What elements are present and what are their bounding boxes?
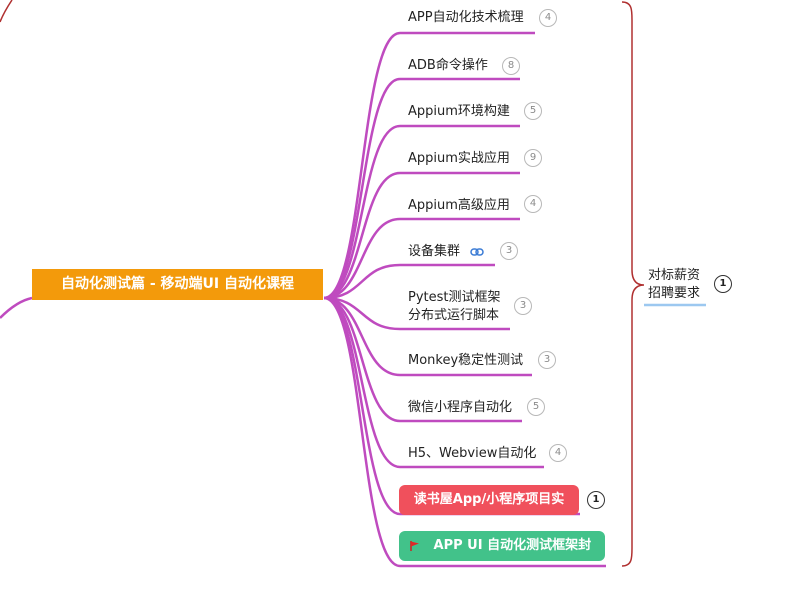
- branch-label: ADB命令操作: [408, 58, 488, 73]
- branch-monkey-stability[interactable]: Monkey稳定性测试: [408, 352, 523, 370]
- branch-label: Appium实战应用: [408, 151, 510, 166]
- branch-label: Monkey稳定性测试: [408, 353, 524, 368]
- child-count-badge[interactable]: 8: [502, 57, 520, 75]
- branch-connector: [323, 124, 520, 300]
- child-count-badge[interactable]: 1: [714, 275, 732, 293]
- branch-label-line2: 分布式运行脚本: [408, 308, 500, 323]
- branch-label: 设备集群: [408, 244, 461, 259]
- link-icon[interactable]: [470, 247, 484, 257]
- central-topic[interactable]: 自动化测试篇 - 移动端UI 自动化课程: [32, 269, 323, 300]
- child-count-badge[interactable]: 4: [539, 9, 557, 27]
- branch-label-line1: Pytest测试框架: [408, 290, 501, 305]
- parent-connector: [0, 0, 13, 23]
- branch-connector: [323, 296, 510, 331]
- child-count-badge[interactable]: 3: [538, 351, 556, 369]
- branch-connector: [323, 263, 495, 300]
- child-count-badge[interactable]: 1: [587, 491, 605, 509]
- summary-topic[interactable]: 对标薪资 招聘要求: [648, 267, 700, 303]
- branch-label: H5、Webview自动化: [408, 446, 537, 461]
- framework-encapsulation-label: APP UI 自动化测试框架封装: [409, 538, 592, 583]
- summary-line2: 招聘要求: [648, 286, 701, 301]
- branch-connectors: [0, 0, 706, 568]
- branch-device-cluster[interactable]: 设备集群: [408, 243, 484, 261]
- child-count-badge[interactable]: 3: [514, 297, 532, 315]
- branch-connector: [323, 77, 520, 300]
- child-count-badge[interactable]: 3: [500, 242, 518, 260]
- project-practice-node[interactable]: 读书屋App/小程序项目实战: [399, 485, 579, 537]
- branch-appium-advanced[interactable]: Appium高级应用: [408, 197, 510, 215]
- branch-adb-commands[interactable]: ADB命令操作: [408, 57, 488, 75]
- summary-bracket: [621, 1, 645, 567]
- branch-h5-webview[interactable]: H5、Webview自动化: [408, 445, 536, 463]
- flag-icon: [410, 540, 419, 551]
- branch-connector: [323, 171, 520, 300]
- branch-wechat-miniprogram[interactable]: 微信小程序自动化: [408, 399, 512, 417]
- framework-encapsulation-node[interactable]: APP UI 自动化测试框架封装: [399, 531, 605, 583]
- branch-pytest-distributed[interactable]: Pytest测试框架 分布式运行脚本: [408, 289, 501, 325]
- summary-line1: 对标薪资: [648, 268, 701, 283]
- child-count-badge[interactable]: 4: [549, 444, 567, 462]
- branch-connector: [323, 31, 535, 300]
- branch-appium-practice[interactable]: Appium实战应用: [408, 150, 510, 168]
- child-count-badge[interactable]: 5: [527, 398, 545, 416]
- branch-label: 微信小程序自动化: [408, 400, 513, 415]
- mind-map-canvas: 自动化测试篇 - 移动端UI 自动化课程 APP自动化技术梳理 4 ADB命令操…: [0, 0, 732, 583]
- branch-label: Appium环境构建: [408, 104, 510, 119]
- branch-label: Appium高级应用: [408, 198, 510, 213]
- branch-appium-setup[interactable]: Appium环境构建: [408, 103, 510, 121]
- child-count-badge[interactable]: 5: [524, 102, 542, 120]
- branch-connector: [323, 296, 606, 568]
- branch-connector: [323, 217, 520, 300]
- child-count-badge[interactable]: 4: [524, 195, 542, 213]
- branch-connector: [323, 296, 522, 423]
- branch-label: APP自动化技术梳理: [408, 10, 524, 25]
- parent-connector: [0, 296, 33, 319]
- child-count-badge[interactable]: 9: [524, 149, 542, 167]
- branch-connector: [323, 296, 532, 377]
- branch-app-automation-overview[interactable]: APP自动化技术梳理: [408, 9, 524, 27]
